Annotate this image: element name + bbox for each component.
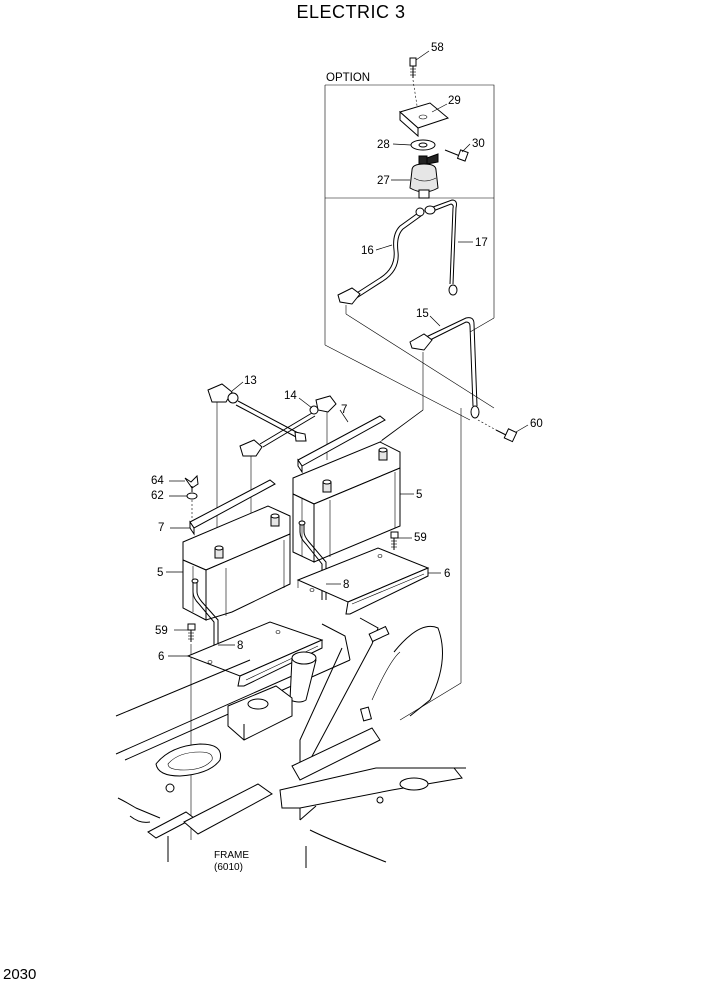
callout-6-left: 6 xyxy=(158,651,164,663)
bolt-30 xyxy=(444,149,469,162)
page-title: ELECTRIC 3 xyxy=(296,2,406,22)
callout-59-right: 59 xyxy=(414,532,427,544)
callout-5-right: 5 xyxy=(416,489,422,501)
callout-15: 15 xyxy=(416,308,429,320)
callout-29: 29 xyxy=(448,95,461,107)
terminal xyxy=(378,447,388,461)
washer-62 xyxy=(186,492,198,520)
rod-8-left xyxy=(191,578,219,660)
callout-16: 16 xyxy=(361,245,374,257)
callout-5-left: 5 xyxy=(157,567,163,579)
cable-17 xyxy=(424,199,458,296)
washer-28 xyxy=(410,139,436,151)
cable-15 xyxy=(381,317,480,441)
cable-16 xyxy=(337,207,425,314)
bracket-29 xyxy=(398,102,450,138)
callout-58: 58 xyxy=(431,42,444,54)
callout-59-left: 59 xyxy=(155,625,168,637)
battery-5-left xyxy=(182,505,291,621)
callout-27: 27 xyxy=(377,175,390,187)
callout-8-right: 8 xyxy=(343,579,349,591)
switch-27 xyxy=(409,153,439,199)
tray-6-left xyxy=(186,621,324,687)
bolt-59-left xyxy=(187,623,196,840)
terminal xyxy=(270,513,280,527)
frame-structure xyxy=(115,617,466,868)
option-box: OPTION xyxy=(324,72,495,421)
callout-7-right: 7 xyxy=(341,404,347,416)
cable-13 xyxy=(207,383,307,550)
bolt-59-right xyxy=(390,531,399,550)
terminal xyxy=(322,479,332,493)
callout-17: 17 xyxy=(475,237,488,249)
callout-8-left: 8 xyxy=(237,640,243,652)
callout-60: 60 xyxy=(530,418,543,430)
callout-62: 62 xyxy=(151,490,164,502)
callout-13: 13 xyxy=(244,375,257,387)
callout-64: 64 xyxy=(151,475,164,487)
callout-30: 30 xyxy=(472,138,485,150)
hold-down-bar-7-left xyxy=(189,479,276,536)
bolt-60 xyxy=(477,419,518,443)
terminal xyxy=(214,545,224,559)
callout-7-left: 7 xyxy=(158,522,164,534)
option-label: OPTION xyxy=(326,72,370,84)
wing-bolt-64 xyxy=(184,474,199,492)
frame-label: FRAME xyxy=(214,850,249,861)
frame-reference: (6010) xyxy=(214,862,243,873)
callout-14: 14 xyxy=(284,390,297,402)
page-number: 2030 xyxy=(3,966,37,983)
tray-6-right xyxy=(296,547,430,615)
callout-28: 28 xyxy=(377,139,390,151)
rod-8-right xyxy=(298,520,327,600)
hold-down-bar-7-right xyxy=(297,415,386,474)
bolt-58 xyxy=(409,57,419,113)
leader-lines xyxy=(166,50,529,657)
callout-numbers: 58 29 28 30 27 16 17 15 60 13 14 7 64 62… xyxy=(151,42,543,663)
callout-6-right: 6 xyxy=(444,568,450,580)
